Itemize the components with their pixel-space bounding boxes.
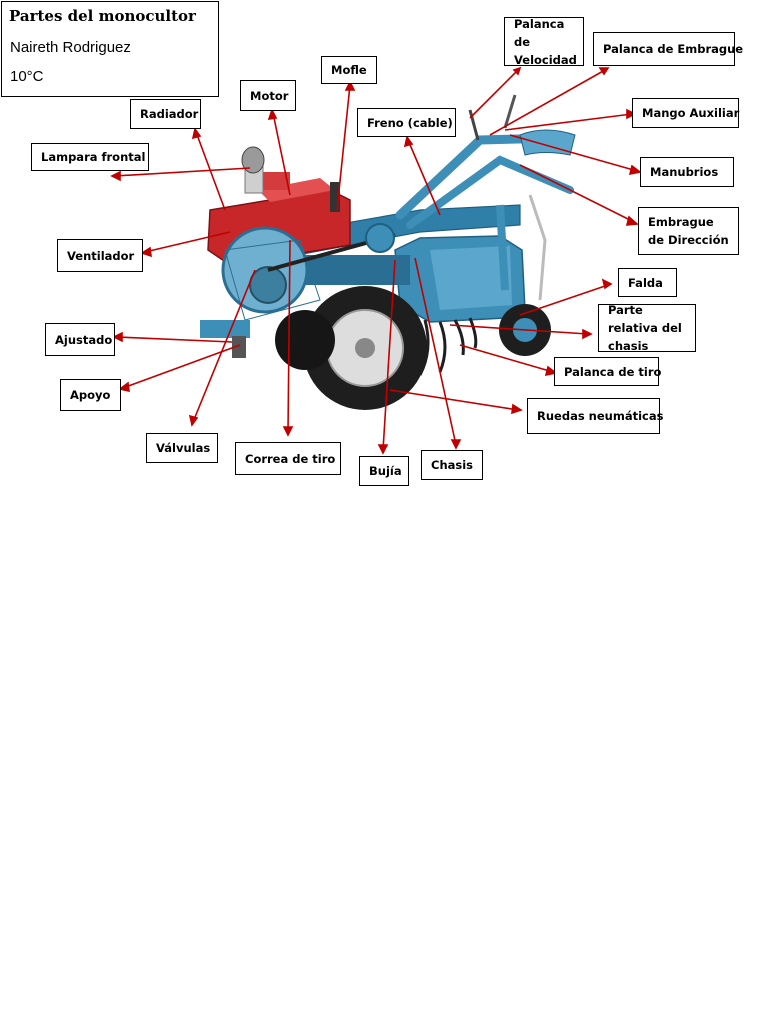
title-box: Partes del monocultor Naireth Rodriguez …: [1, 1, 219, 97]
label-manubrios: Manubrios: [640, 157, 734, 187]
label-correa-tiro: Correa de tiro: [235, 442, 341, 475]
label-mango-auxiliar: Mango Auxiliar: [632, 98, 739, 128]
label-parte-relativa-chasis: Parte relativa del chasis: [598, 303, 696, 353]
grade-label: 10°C: [10, 68, 44, 85]
label-palanca-embrague: Palanca de Embrague: [593, 32, 743, 66]
label-lampara-frontal: Lampara frontal: [31, 143, 149, 171]
label-chasis: Chasis: [421, 450, 483, 480]
label-mofle: Mofle: [321, 56, 377, 84]
tiller-illustration: [110, 66, 642, 455]
label-ruedas-neumaticas: Ruedas neumáticas: [527, 398, 663, 434]
label-palanca-tiro: Palanca de tiro: [554, 357, 661, 386]
label-ajustado: Ajustado: [45, 323, 115, 356]
label-falda: Falda: [618, 268, 677, 297]
diagram-title: Partes del monocultor: [9, 7, 196, 25]
label-apoyo: Apoyo: [60, 379, 121, 411]
label-radiador: Radiador: [130, 99, 201, 129]
label-palanca-velocidad: Palanca de Velocidad: [504, 17, 584, 67]
label-motor: Motor: [240, 80, 296, 111]
label-embrague-direccion: Embrague de Dirección: [638, 207, 739, 255]
label-bujia: Bujía: [359, 456, 409, 486]
tiller-diagram: Partes del monocultor Naireth Rodriguez …: [0, 0, 768, 490]
author-name: Naireth Rodriguez: [10, 39, 131, 56]
label-freno-cable: Freno (cable): [357, 108, 456, 137]
label-valvulas: Válvulas: [146, 433, 218, 463]
label-ventilador: Ventilador: [57, 239, 143, 272]
